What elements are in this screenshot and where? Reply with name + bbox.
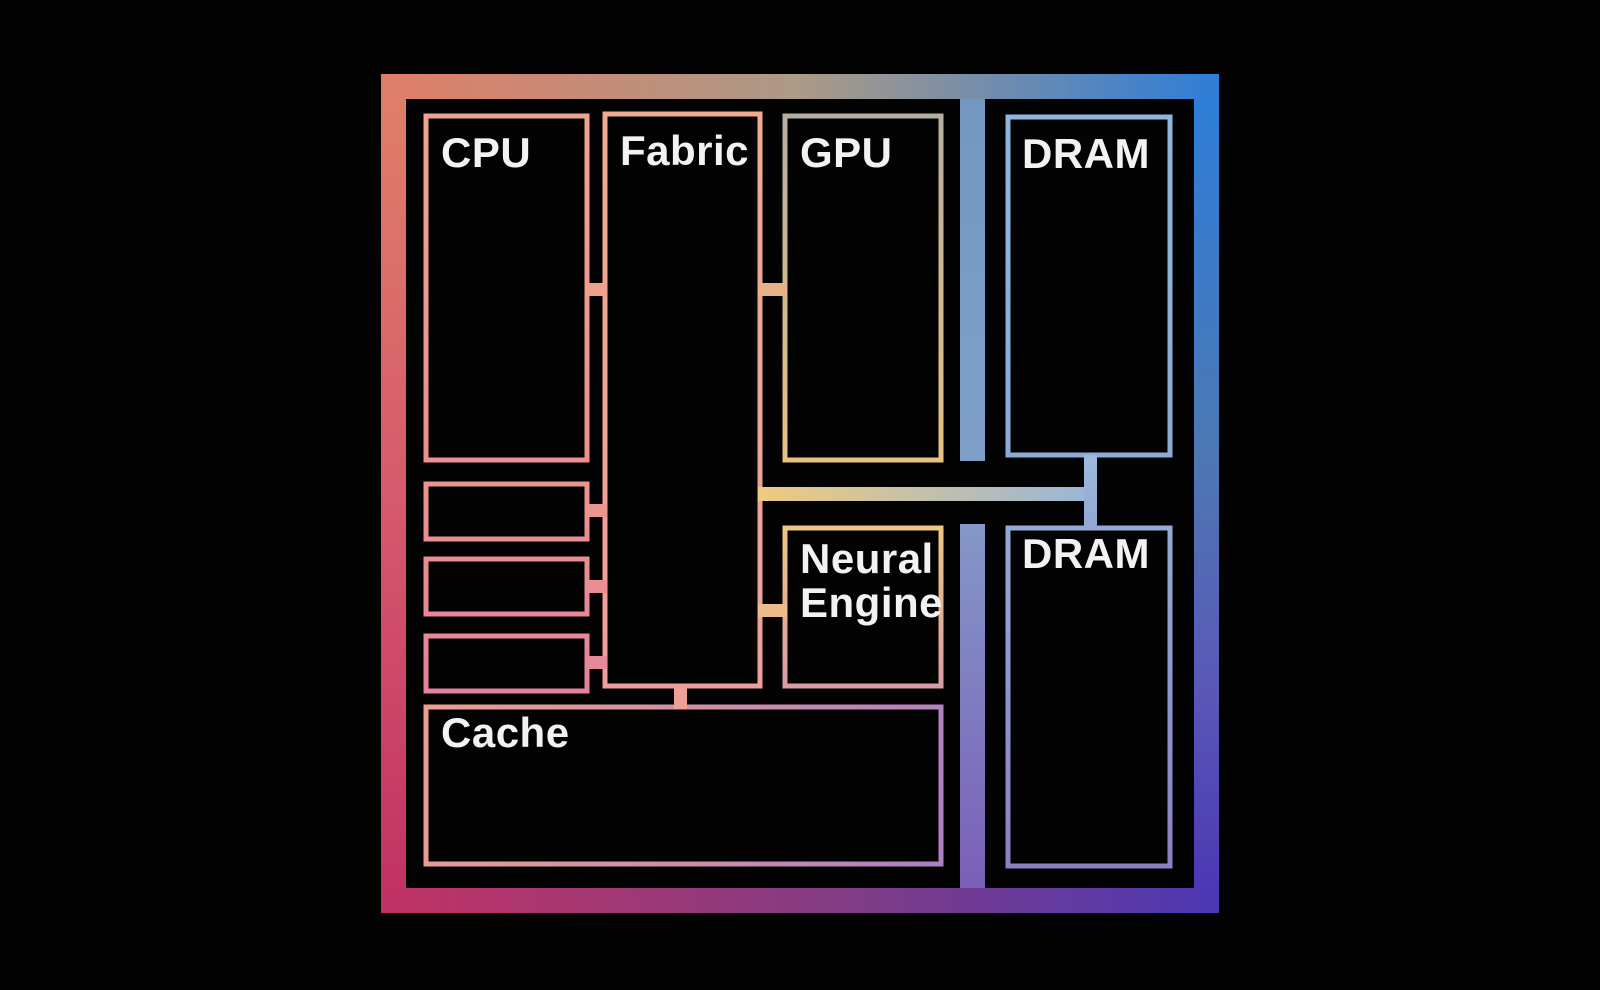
connector-sub2-fabric <box>585 580 607 593</box>
frame-right-edge <box>1194 99 1219 888</box>
cpu-label: CPU <box>441 129 532 176</box>
memory-bus <box>758 487 1097 501</box>
dram-bottom-label: DRAM <box>1022 530 1150 577</box>
neural-engine-label: Neural Engine <box>800 535 944 627</box>
neural-engine-label-line1: Neural <box>800 535 934 582</box>
soc-dram-divider-lower <box>960 524 985 888</box>
connector-sub3-fabric <box>585 656 607 669</box>
dram-top-label: DRAM <box>1022 130 1150 177</box>
connector-cpu-fabric <box>585 283 607 296</box>
cpu-sub-block-1 <box>423 481 590 542</box>
frame-bottom-edge <box>381 888 1219 913</box>
neural-engine-label-line2: Engine <box>800 579 944 627</box>
connector-fabric-cache <box>674 684 687 709</box>
fabric-block <box>602 111 763 689</box>
gpu-label: GPU <box>800 129 893 176</box>
frame-top-edge <box>381 74 1219 99</box>
cpu-sub-block-3 <box>423 633 590 694</box>
connector-fabric-neural <box>758 604 787 617</box>
fabric-label: Fabric <box>620 127 750 174</box>
connector-fabric-gpu <box>758 283 787 296</box>
connector-dram-dram <box>1084 455 1097 530</box>
dram-bottom-block <box>1005 525 1173 869</box>
frame-left-edge <box>381 99 406 888</box>
cache-label: Cache <box>441 709 570 756</box>
cpu-sub-block-2 <box>423 556 590 617</box>
soc-dram-divider-upper <box>960 99 985 461</box>
connector-sub1-fabric <box>585 504 607 517</box>
